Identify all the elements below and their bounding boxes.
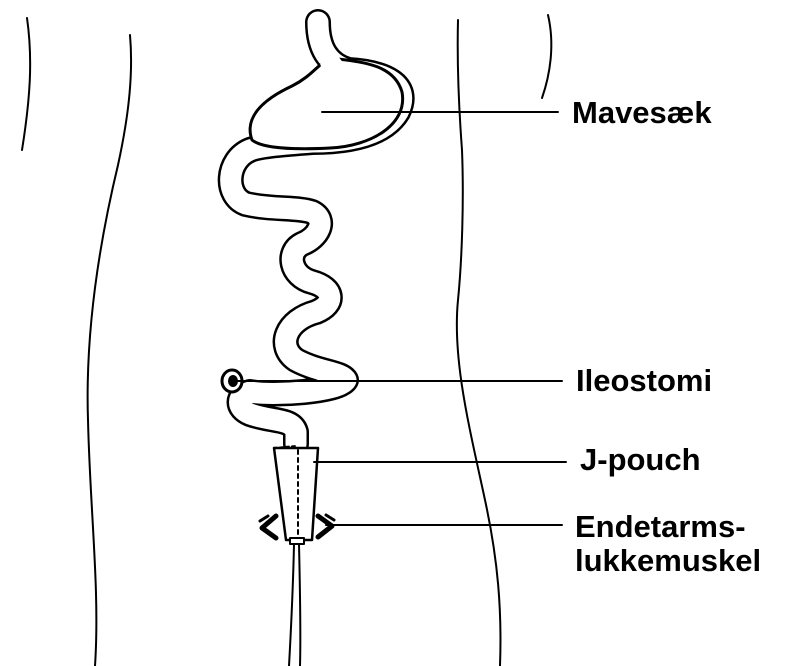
stoma-inner — [228, 375, 238, 387]
anal-canal-left — [289, 544, 294, 666]
j-pouch-outline — [274, 448, 318, 540]
label-sphincter-line1: Endetarms- — [575, 510, 761, 544]
right-arm-outline — [542, 15, 551, 98]
anal-opening — [290, 538, 304, 544]
right-torso-outline — [457, 20, 501, 666]
sphincter-right-tip — [326, 515, 334, 520]
label-sphincter-line2: lukkemuskel — [575, 544, 761, 578]
j-pouch-shape — [274, 446, 318, 544]
anal-canal-right — [299, 544, 300, 666]
stomach-joint — [330, 62, 336, 70]
label-ileostomy: Ileostomi — [576, 365, 712, 396]
anal-canal — [289, 544, 300, 666]
label-stomach: Mavesæk — [572, 97, 712, 128]
left-arm-outline — [22, 18, 30, 150]
sphincter-left-tip — [260, 516, 268, 521]
label-sphincter: Endetarms- lukkemuskel — [575, 510, 761, 578]
left-torso-outline — [88, 35, 131, 666]
label-j-pouch: J-pouch — [580, 444, 701, 475]
